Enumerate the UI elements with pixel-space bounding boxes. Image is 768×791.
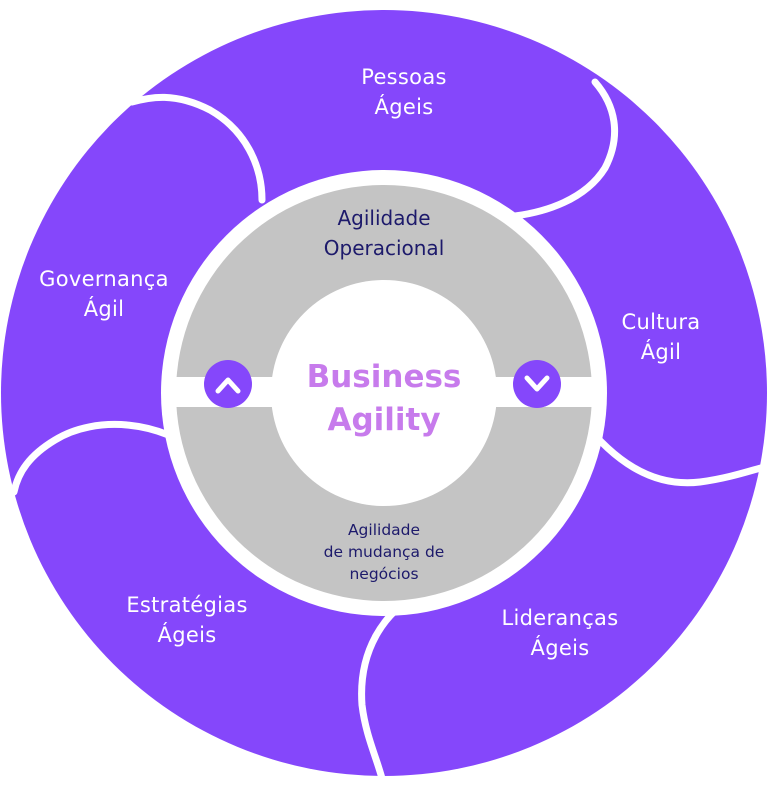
petal-label-line: Lideranças	[501, 606, 619, 630]
petal-label-line: Ágeis	[157, 623, 217, 647]
ring-label-operacional: Agilidade Operacional	[264, 203, 504, 263]
petal-label-cultura: Cultura Ágil	[561, 307, 761, 367]
petal-label-governanca: Governança Ágil	[4, 264, 204, 324]
ring-label-line: negócios	[349, 565, 419, 583]
petal-label-pessoas: Pessoas Ágeis	[304, 62, 504, 122]
petal-dividers	[10, 78, 768, 790]
petal-label-line: Estratégias	[126, 593, 248, 617]
petal-label-line: Ágil	[83, 297, 125, 321]
petal-label-line: Ágeis	[374, 95, 434, 119]
center-title-line: Agility	[327, 402, 441, 438]
petal-label-line: Cultura	[621, 310, 701, 334]
center-title: Business Agility	[264, 356, 504, 442]
petal-label-line: Ágil	[640, 340, 682, 364]
center-title-line: Business	[306, 359, 462, 395]
chevron-down-icon	[513, 360, 561, 408]
petal-label-liderancas: Lideranças Ágeis	[460, 603, 660, 663]
ring-label-mudanca: Agilidade de mudança de negócios	[264, 519, 504, 585]
ring-label-line: Agilidade	[347, 521, 421, 539]
ring-label-line: Operacional	[323, 236, 445, 260]
center-disc	[271, 280, 497, 506]
ring-label-line: Agilidade	[337, 206, 431, 230]
petal-label-line: Pessoas	[361, 65, 447, 89]
chevron-up-icon	[204, 360, 252, 408]
petal-label-estrategias: Estratégias Ágeis	[87, 590, 287, 650]
petal-label-line: Ágeis	[530, 636, 590, 660]
petal-label-line: Governança	[39, 267, 169, 291]
divider-governanca-pessoas	[128, 93, 266, 204]
divider-cultura-liderancas	[578, 416, 768, 487]
ring-label-line: de mudança de	[323, 543, 445, 561]
divider-pessoas-cultura	[511, 78, 619, 220]
